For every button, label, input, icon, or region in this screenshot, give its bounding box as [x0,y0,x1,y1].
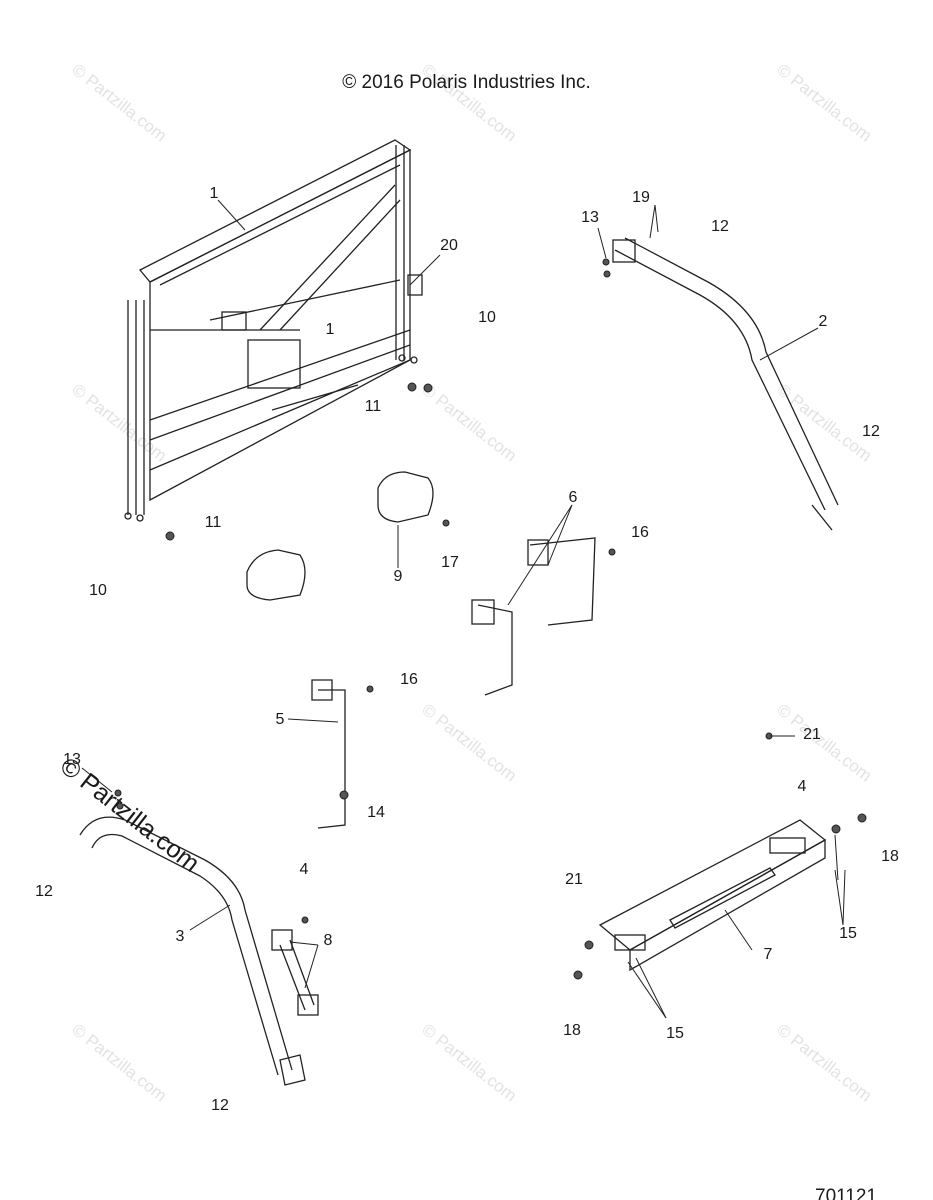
callout-12: 12 [211,1097,229,1114]
callout-3: 3 [175,928,185,945]
callout-10: 10 [478,309,496,326]
callout-12: 12 [35,883,53,900]
callout-7: 7 [763,946,773,963]
callout-20: 20 [440,237,458,254]
callout-9: 9 [393,568,403,585]
callout-8: 8 [323,932,333,949]
tail-light-left [246,549,306,601]
callout-19: 19 [632,189,650,206]
grab-handle-pair [471,537,596,696]
leader-lines [81,199,846,1019]
callout-11: 11 [204,514,222,531]
diagram-number: 701121 [815,1186,877,1200]
callout-16: 16 [400,671,418,688]
support-strut [271,929,319,1016]
callout-18: 18 [881,848,899,865]
callout-15: 15 [666,1025,684,1042]
callout-4: 4 [797,778,807,795]
callout-17: 17 [441,554,459,571]
callout-10: 10 [89,582,107,599]
rear-panel-frame [124,139,423,522]
callout-15: 15 [839,925,857,942]
callout-18: 18 [563,1022,581,1039]
callout-5: 5 [275,711,285,728]
callout-1: 1 [325,321,335,338]
callout-21: 21 [803,726,821,743]
hardware-fasteners [114,258,867,980]
callout-14: 14 [367,804,385,821]
callout-11: 11 [364,398,382,415]
rops-tube-left [79,816,306,1086]
callout-12: 12 [711,218,729,235]
copyright-text: © 2016 Polaris Industries Inc. [342,72,591,93]
rops-tube-right [612,237,839,531]
callout-13: 13 [581,209,599,226]
callout-2: 2 [818,313,828,330]
callout-13: 13 [63,751,81,768]
callout-6: 6 [568,489,578,506]
callout-21: 21 [565,871,583,888]
grab-handle-left [311,679,346,829]
callout-1: 1 [209,185,219,202]
callout-4: 4 [299,861,309,878]
callout-12: 12 [862,423,880,440]
cargo-panel [598,819,827,972]
callout-16: 16 [631,524,649,541]
tail-light-right [377,471,434,523]
